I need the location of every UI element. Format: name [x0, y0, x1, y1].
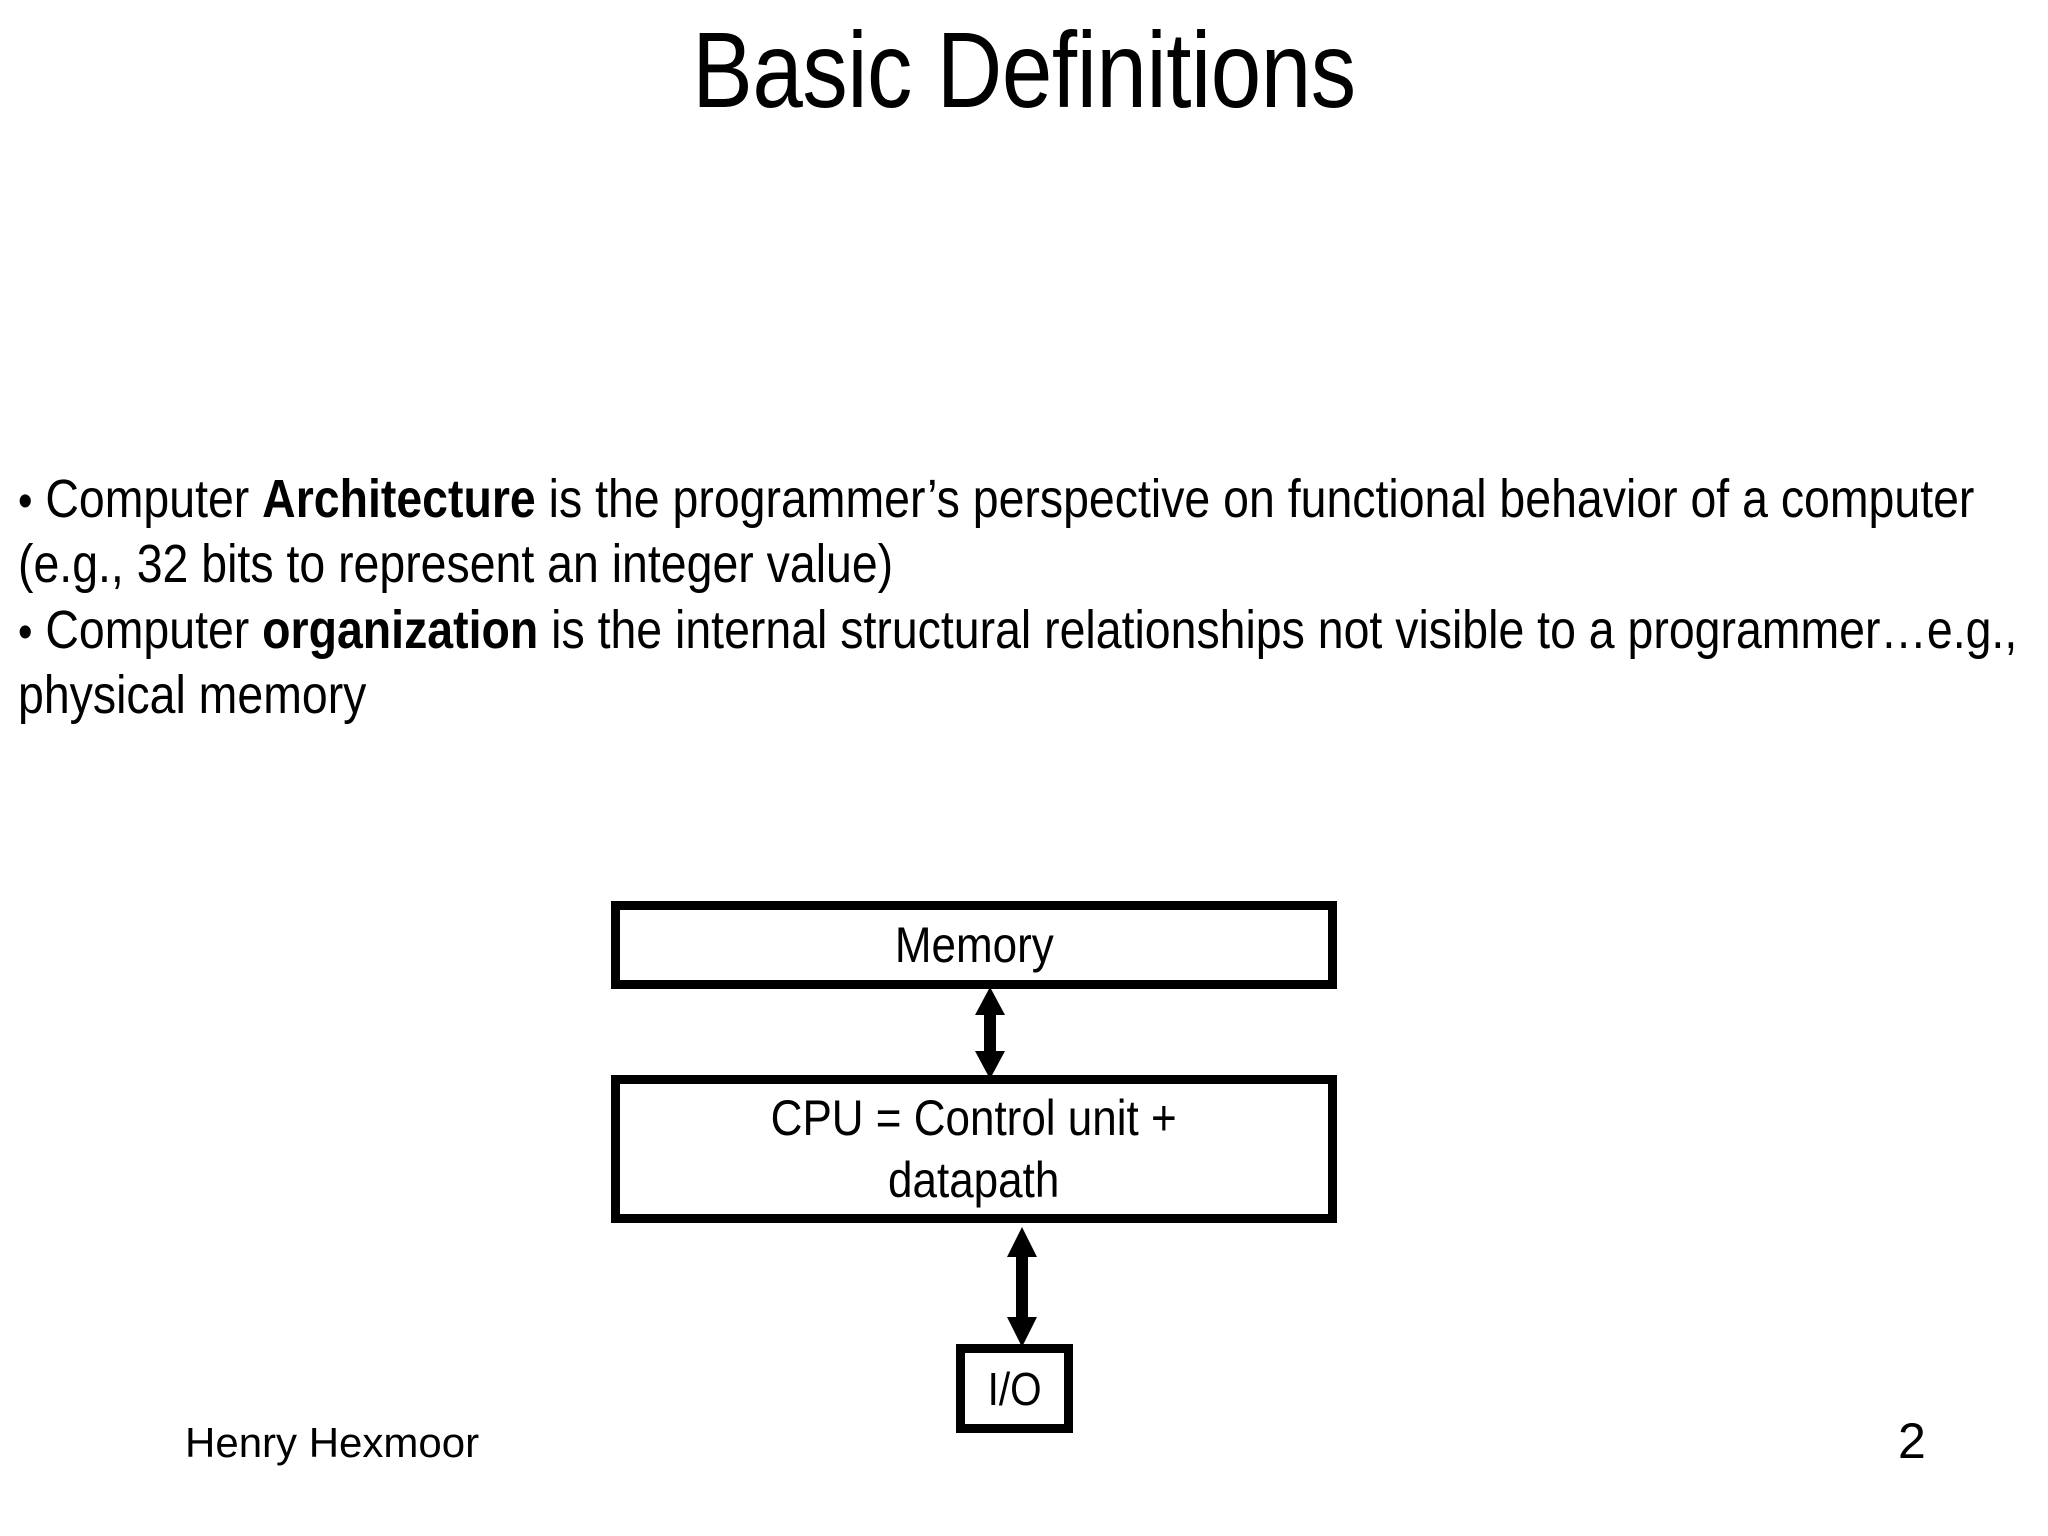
- diagram-box-cpu-label-line2: datapath: [888, 1152, 1060, 1208]
- diagram-box-cpu: CPU = Control unit + datapath: [611, 1075, 1337, 1223]
- bullet-term-architecture: Architecture: [262, 469, 536, 529]
- bullet-list: • Computer Architecture is the programme…: [18, 468, 2032, 730]
- diagram-box-memory-label: Memory: [894, 917, 1054, 973]
- page-number: 2: [1898, 1413, 1926, 1469]
- bullet-marker-icon: •: [18, 606, 33, 659]
- bullet-term-organization: organization: [262, 600, 539, 660]
- connector-cpu-io-arrow: [1007, 1227, 1037, 1347]
- bullet-text-rest: is the programmer’s perspective on funct…: [18, 469, 1975, 594]
- bullet-item-organization: • Computer organization is the internal …: [18, 599, 2030, 726]
- page-title: Basic Definitions: [692, 9, 1356, 130]
- footer-author: Henry Hexmoor: [185, 1419, 480, 1466]
- connector-memory-cpu-arrow: [975, 987, 1005, 1079]
- bullet-text-lead: Computer: [32, 469, 263, 529]
- diagram-box-memory: Memory: [611, 901, 1337, 989]
- diagram-box-cpu-label-line1: CPU = Control unit +: [771, 1090, 1177, 1146]
- bullet-text-rest: is the internal structural relationships…: [18, 600, 2018, 725]
- bullet-item-architecture: • Computer Architecture is the programme…: [18, 468, 2030, 595]
- bullet-marker-icon: •: [18, 475, 33, 528]
- bullet-text-lead: Computer: [32, 600, 263, 660]
- diagram-box-io: I/O: [956, 1344, 1073, 1433]
- diagram-box-io-label: I/O: [987, 1362, 1042, 1415]
